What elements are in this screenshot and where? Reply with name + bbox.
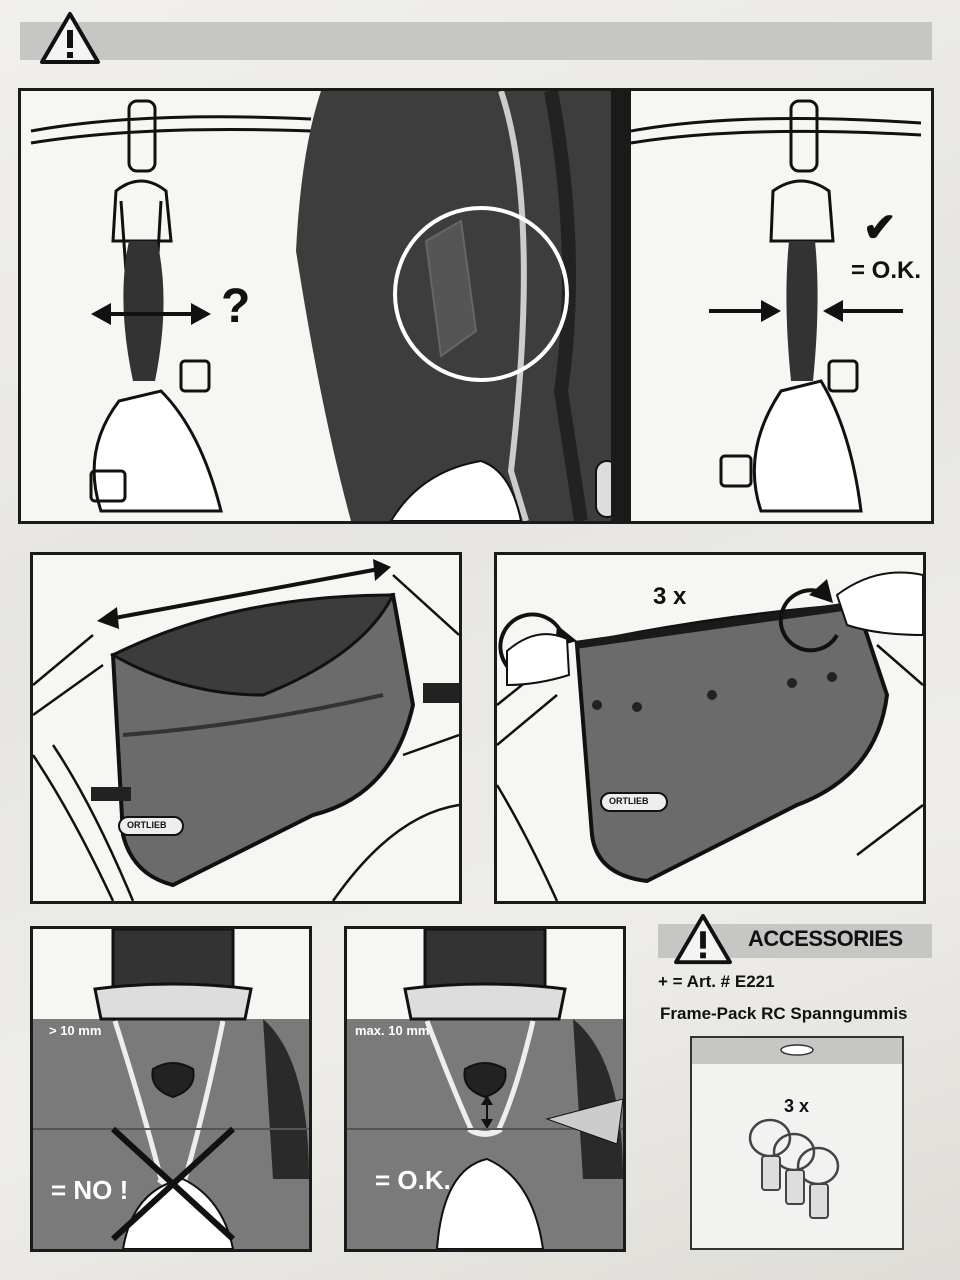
- panel-open-bag: ORTLIEB: [30, 552, 462, 904]
- warning-triangle-icon: [674, 913, 732, 965]
- package-illustration: [692, 1038, 902, 1219]
- pack-count-label: 3 x: [784, 1096, 810, 1116]
- ok-label: = O.K.: [851, 257, 922, 284]
- accessories-title: ACCESSORIES: [748, 926, 903, 951]
- measure-label: max. 10 mm: [355, 1023, 430, 1038]
- warning-triangle-icon: [40, 12, 100, 64]
- panel-elastic-wrong: > 10 mm = NO !: [30, 926, 312, 1252]
- panel4-illustration: [33, 929, 309, 1249]
- panel-frame-alignment: ? ✔ = O.K.: [18, 88, 934, 524]
- question-mark-label: ?: [221, 280, 251, 333]
- double-arrow-icon: [97, 559, 391, 629]
- panel-elastic-correct: max. 10 mm = O.K.: [344, 926, 626, 1252]
- count-label: 3 x: [653, 583, 687, 610]
- header-bar: [20, 22, 932, 60]
- panel-roll-closure: 3 x ORTLIEB: [494, 552, 926, 904]
- measure-label: > 10 mm: [49, 1023, 102, 1038]
- panel1-illustration: [30, 91, 922, 521]
- checkmark-icon: ✔: [863, 206, 897, 250]
- panel2-illustration: [33, 559, 459, 901]
- article-number: + = Art. # E221: [658, 972, 775, 991]
- accessory-package: 3 x: [690, 1036, 904, 1250]
- brand-label: ORTLIEB: [127, 820, 167, 830]
- verdict-label: = O.K.: [375, 1165, 451, 1195]
- panel5-illustration: [347, 929, 623, 1249]
- verdict-label: = NO !: [51, 1175, 129, 1205]
- brand-label: ORTLIEB: [609, 796, 649, 806]
- product-name: Frame-Pack RC Spanngummis: [660, 1004, 908, 1023]
- double-arrow-icon: [91, 303, 211, 325]
- panel3-illustration: [497, 571, 923, 901]
